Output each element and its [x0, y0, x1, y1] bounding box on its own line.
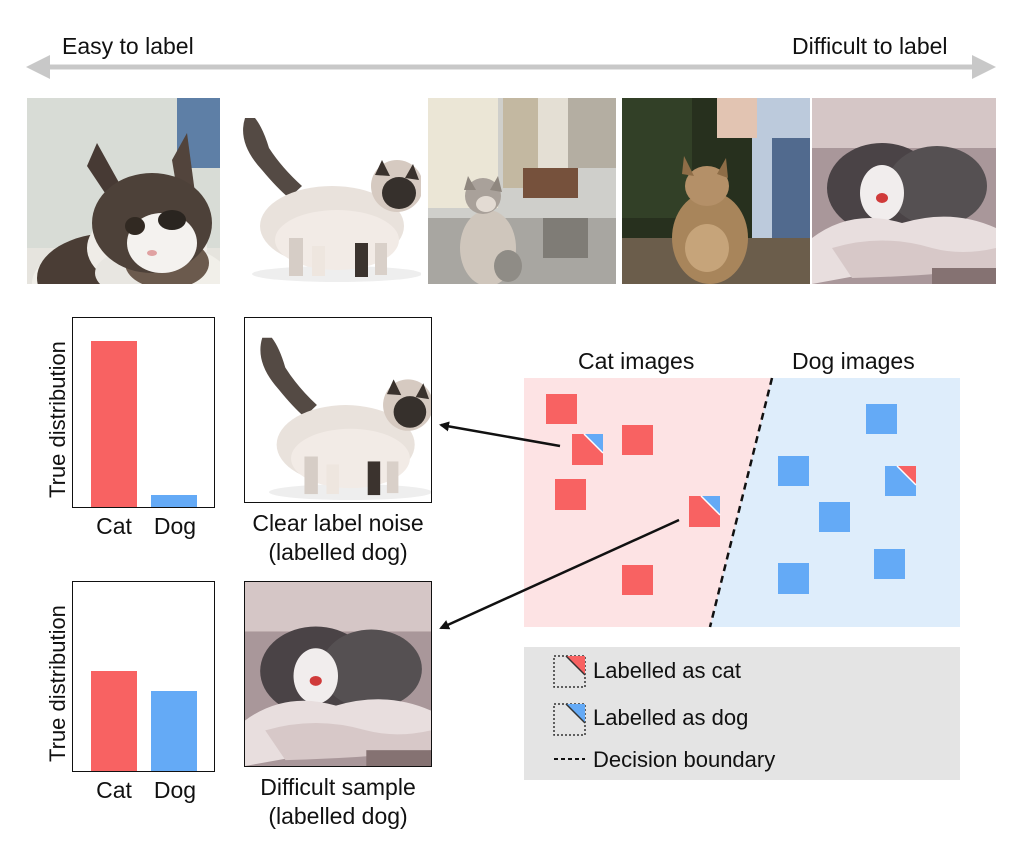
legend-dog-swatch — [553, 703, 586, 736]
legend-cat-swatch — [553, 655, 586, 688]
difficult-point — [689, 495, 721, 527]
bar-dog — [151, 691, 197, 771]
cat-sample — [622, 565, 653, 595]
legend — [524, 647, 960, 780]
chart2-tick-dog: Dog — [153, 777, 197, 803]
legend-dog-label: Labelled as dog — [593, 705, 749, 730]
dog-sample — [778, 456, 809, 486]
cat-image-2 — [227, 98, 421, 284]
bar-dog — [151, 495, 197, 507]
noisy-sample — [572, 433, 604, 465]
dog-images-label: Dog images — [792, 348, 915, 374]
cat-image-5 — [812, 98, 996, 284]
cat-sample — [622, 425, 653, 455]
difficult-sample-subcaption: (labelled dog) — [268, 803, 408, 829]
cat-image-4 — [622, 98, 810, 284]
true-distribution-chart-1 — [72, 317, 215, 508]
chart1-tick-dog: Dog — [153, 513, 197, 539]
decision-boundary-line — [708, 377, 774, 628]
cat-image-3 — [428, 98, 616, 284]
easy-to-label-text: Easy to label — [62, 33, 194, 59]
cat-sample — [546, 394, 577, 424]
chart1-tick-cat: Cat — [96, 513, 132, 539]
bar-cat — [91, 671, 137, 771]
true-distribution-chart-2 — [72, 581, 215, 772]
dog-sample — [874, 549, 905, 579]
cat-images-label: Cat images — [578, 348, 695, 374]
clear-label-noise-image — [244, 317, 432, 503]
dog-sample — [778, 563, 809, 594]
arrow-to-difficult-image — [439, 518, 680, 630]
dog-sample — [819, 502, 850, 532]
legend-swatches — [553, 655, 586, 760]
dog-sample — [866, 404, 897, 434]
arrow-to-noise-image — [439, 421, 561, 448]
chart2-tick-cat: Cat — [96, 777, 132, 803]
legend-cat-label: Labelled as cat — [593, 658, 741, 683]
difficult-sample-image — [244, 581, 432, 767]
bar-cat — [91, 341, 137, 507]
legend-boundary-label: Decision boundary — [593, 747, 776, 772]
difficult-sample-caption: Difficult sample — [260, 774, 416, 800]
clear-label-noise-caption: Clear label noise — [252, 510, 424, 536]
dog-labelled-cat-sample — [885, 465, 917, 496]
difficult-to-label-text: Difficult to label — [792, 33, 948, 59]
cat-sample — [555, 479, 586, 510]
difficulty-arrow — [26, 55, 996, 79]
clear-label-noise-subcaption: (labelled dog) — [268, 539, 408, 565]
cat-image-1 — [27, 98, 220, 284]
